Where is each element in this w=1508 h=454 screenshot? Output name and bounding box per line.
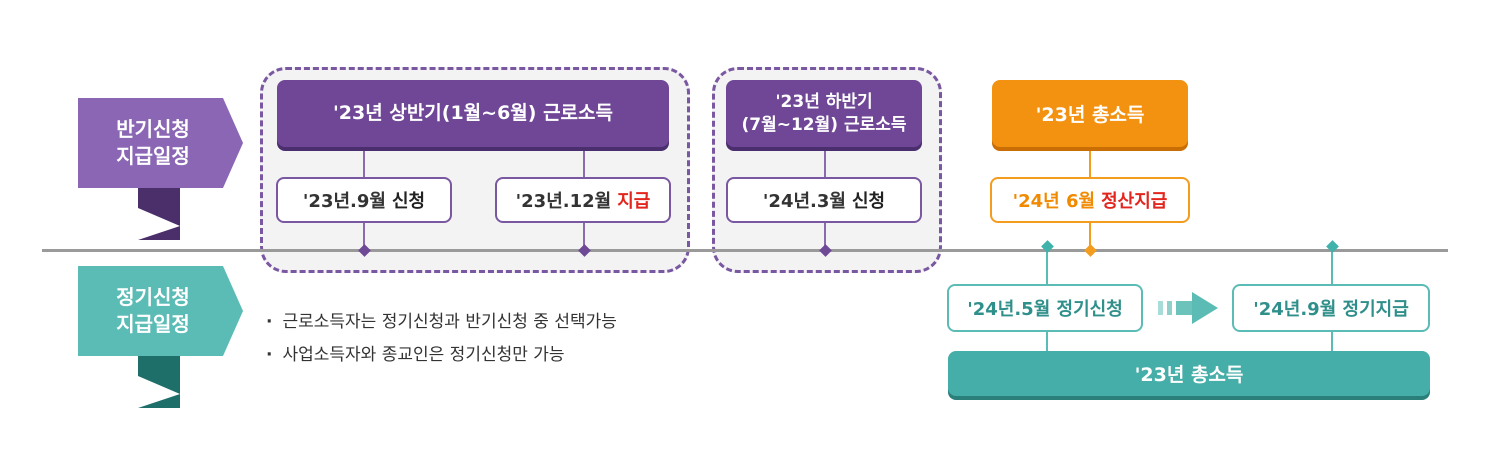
notes-list: 근로소득자는 정기신청과 반기신청 중 선택가능 사업소득자와 종교인은 정기신…: [266, 306, 617, 372]
total-settlement-pay-date: '24년 6월: [1012, 191, 1096, 212]
first-half-apply-box: '23년.9월 신청: [276, 177, 452, 223]
regular-apply-box: '24년.5월 정기신청: [947, 284, 1143, 332]
first-half-pay-date: '23년.12월: [515, 191, 612, 212]
total-settlement-pay-action: 정산지급: [1101, 191, 1168, 212]
timeline-axis: [42, 249, 1448, 252]
regular-ribbon: [78, 266, 243, 408]
halfyear-ribbon: [78, 98, 243, 240]
note-item: 근로소득자는 정기신청과 반기신청 중 선택가능: [266, 306, 616, 339]
note-item: 사업소득자와 종교인은 정기신청만 가능: [266, 339, 617, 372]
first-half-pay-box: '23년.12월 지급: [495, 177, 671, 223]
marker-diamond: [1084, 244, 1097, 257]
first-half-apply-action: 신청: [391, 191, 426, 212]
regular-income-bar: '23년 총소득: [948, 351, 1430, 396]
second-half-apply-action: 신청: [851, 191, 886, 212]
second-half-apply-date: '24년.3월: [762, 191, 846, 212]
arrow-right-icon: [1158, 292, 1218, 324]
regular-label: 정기신청 지급일정: [116, 285, 190, 336]
regular-pay-box: '24년.9월 정기지급: [1232, 284, 1430, 332]
total-settlement-title: '23년 총소득: [992, 80, 1188, 147]
halfyear-label: 반기신청 지급일정: [116, 117, 190, 168]
second-half-title: '23년 하반기 (7월~12월) 근로소득: [726, 80, 922, 147]
second-half-apply-box: '24년.3월 신청: [726, 177, 922, 223]
first-half-title: '23년 상반기(1월~6월) 근로소득: [277, 80, 669, 147]
total-settlement-pay-box: '24년 6월 정산지급: [990, 177, 1190, 223]
first-half-apply-date: '23년.9월: [302, 191, 386, 212]
first-half-pay-action: 지급: [617, 191, 651, 212]
